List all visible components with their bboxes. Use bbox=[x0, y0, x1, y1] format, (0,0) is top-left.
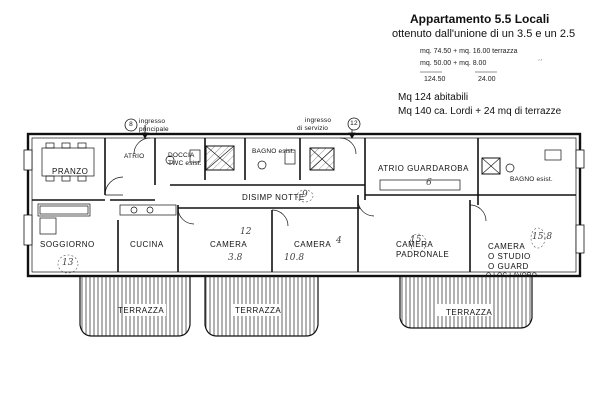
calc-row-1: mq. 74.50 + mq. 16.00 terrazza bbox=[420, 48, 518, 55]
page-title: Appartamento 5.5 Locali bbox=[410, 12, 550, 26]
room-disimp-notte: DISIMP NOTTE bbox=[242, 193, 305, 202]
room-studio-3: O GUARD bbox=[488, 262, 529, 271]
interior-walls bbox=[32, 138, 576, 272]
handwritten-note-b: 12 bbox=[240, 227, 252, 237]
page-subtitle: ottenuto dall'unione di un 3.5 e un 2.5 bbox=[392, 28, 576, 40]
door-swings bbox=[104, 137, 487, 227]
room-bagno-2: BAGNO esist. bbox=[510, 176, 553, 183]
furniture bbox=[37, 142, 562, 235]
room-soggiorno: SOGGIORNO bbox=[40, 240, 95, 249]
windows bbox=[23, 149, 585, 254]
handwritten-note-h: 3.8 bbox=[228, 253, 243, 263]
calc-total-2: 24.00 bbox=[478, 76, 496, 83]
entrance-markers bbox=[124, 117, 361, 132]
room-studio-1: CAMERA bbox=[488, 242, 526, 251]
handwritten-note-e: 15 bbox=[410, 235, 422, 245]
entrance-servizio-number: 12 bbox=[350, 120, 358, 127]
technical-shafts bbox=[205, 145, 501, 175]
room-studio-4: O LOC LAVORO bbox=[486, 272, 538, 279]
room-doccia-2: TWC esist. bbox=[168, 160, 202, 167]
room-doccia-1: DOCCIA bbox=[168, 152, 195, 159]
room-studio-2: O STUDIO bbox=[488, 252, 531, 261]
handwritten-note-g: 15.8 bbox=[532, 232, 553, 242]
room-atrio: ATRIO bbox=[124, 153, 145, 160]
room-bagno-1: BAGNO esist. bbox=[252, 148, 295, 155]
calc-row-2: mq. 50.00 + mq. 8.00 bbox=[420, 60, 487, 67]
note-lordi: Mq 140 ca. Lordi + 24 mq di terrazze bbox=[398, 106, 562, 117]
terrace-3: TERRAZZA bbox=[446, 308, 493, 317]
room-pranzo: PRANZO bbox=[52, 167, 89, 176]
entrance-servizio-label-1: ingresso bbox=[305, 117, 332, 124]
terrace-1: TERRAZZA bbox=[118, 306, 165, 315]
note-abitabili: Mq 124 abitabili bbox=[398, 92, 469, 103]
calc-mark: ´´ bbox=[538, 60, 543, 67]
room-camera-1: CAMERA bbox=[210, 240, 248, 249]
entrance-servizio-label-2: di servizio bbox=[297, 125, 329, 132]
handwritten-note-a: 13 bbox=[62, 258, 74, 268]
calc-total-1: 124.50 bbox=[424, 76, 446, 83]
room-camera-2: CAMERA bbox=[294, 240, 332, 249]
sketch-marks bbox=[57, 189, 546, 274]
entrance-principale-label-2: principale bbox=[139, 126, 169, 133]
entrance-principale-label-1: ingresso bbox=[139, 118, 166, 125]
terraces bbox=[79, 276, 533, 337]
room-camera-padronale-1: CAMERA bbox=[396, 240, 434, 249]
handwritten-note-f: 6 bbox=[426, 178, 432, 188]
room-camera-padronale-2: PADRONALE bbox=[396, 250, 450, 259]
handwritten-note-i: 4 bbox=[336, 236, 342, 246]
room-atrio-guardaroba: ATRIO GUARDAROBA bbox=[378, 164, 469, 173]
handwritten-note-d: 10.8 bbox=[284, 253, 305, 263]
room-cucina: CUCINA bbox=[130, 240, 164, 249]
terrace-2: TERRAZZA bbox=[235, 306, 282, 315]
handwritten-note-c: 9 bbox=[302, 190, 308, 200]
entrance-principale-number: 8 bbox=[129, 121, 133, 128]
